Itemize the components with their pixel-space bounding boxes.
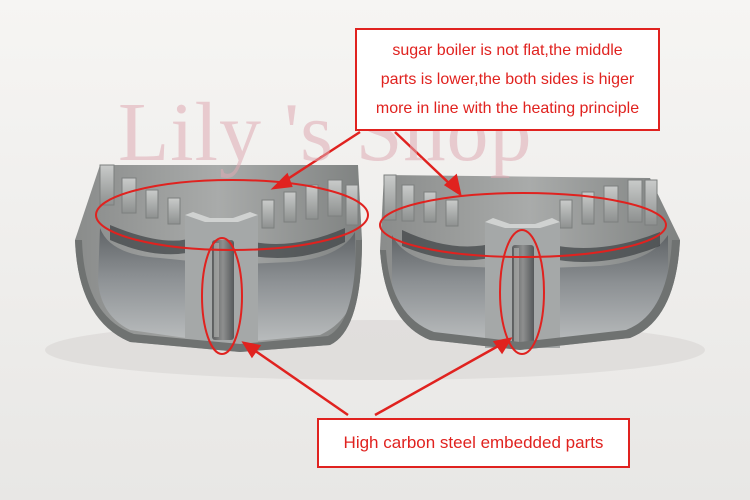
left-rim-ellipse (95, 179, 369, 251)
right-rim-ellipse (379, 192, 667, 258)
right-sugar-boiler (380, 174, 680, 350)
callout-line-2: parts is lower,the both sides is higer (380, 71, 635, 88)
right-insert-ellipse (499, 229, 545, 355)
boiler-shape-callout: sugar boiler is not flat,the middle part… (355, 28, 660, 131)
callout-line-1: sugar boiler is not flat,the middle (392, 42, 623, 59)
callout-line-3: more in line with the heating principle (375, 100, 640, 117)
left-insert-ellipse (201, 237, 243, 355)
embedded-parts-callout: High carbon steel embedded parts (317, 418, 630, 468)
annotation-marks (95, 179, 667, 355)
annotation-arrows (241, 130, 513, 417)
left-sugar-boiler (75, 164, 362, 352)
